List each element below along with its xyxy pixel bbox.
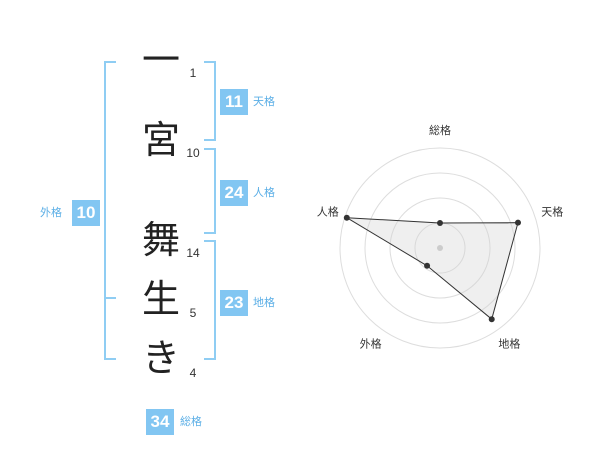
radar-axis-label: 天格 [541,205,563,219]
name-char-5: き [141,336,180,380]
name-char-2: 宮 [141,118,180,162]
tenkaku-label: 天格 [253,95,275,108]
radar-ring [339,147,541,349]
jinkaku-label: 人格 [253,186,275,199]
soukaku-label: 総格 [180,415,202,428]
chikaku-bracket [204,240,216,360]
tenkaku-bracket [204,61,216,141]
radar-point [343,214,350,221]
tenkaku-value: 11 [220,89,248,115]
jinkaku-value: 24 [220,180,248,206]
radar-point [488,316,495,323]
radar-ring [364,172,516,324]
gaikaku-bracket-tick [106,297,116,299]
soukaku-value: 34 [146,409,174,435]
gaikaku-label: 外格 [40,206,62,219]
radar-axis-label: 外格 [360,336,382,350]
stroke-count-5: 4 [189,366,197,380]
radar-point [437,220,443,226]
stroke-count-4: 5 [189,306,197,320]
radar-point [514,219,521,226]
stroke-count-1: 1 [189,66,197,80]
radar-ring [389,197,491,299]
gaikaku-value: 10 [72,200,100,226]
gaikaku-bracket [104,61,116,360]
radar-point [424,262,431,269]
name-char-1: 一 [141,38,180,82]
stroke-count-3: 14 [186,246,200,260]
radar-center [437,245,443,251]
stroke-count-2: 10 [186,146,200,160]
name-char-3: 舞 [141,218,180,262]
radar-axis-label: 地格 [498,336,520,350]
radar-axis-label: 人格 [317,205,339,219]
chikaku-label: 地格 [253,296,275,309]
name-char-4: 生 [141,277,180,321]
radar-axis-label: 総格 [429,123,451,137]
radar-polygon [346,217,519,321]
jinkaku-bracket [204,148,216,234]
chikaku-value: 23 [220,290,248,316]
